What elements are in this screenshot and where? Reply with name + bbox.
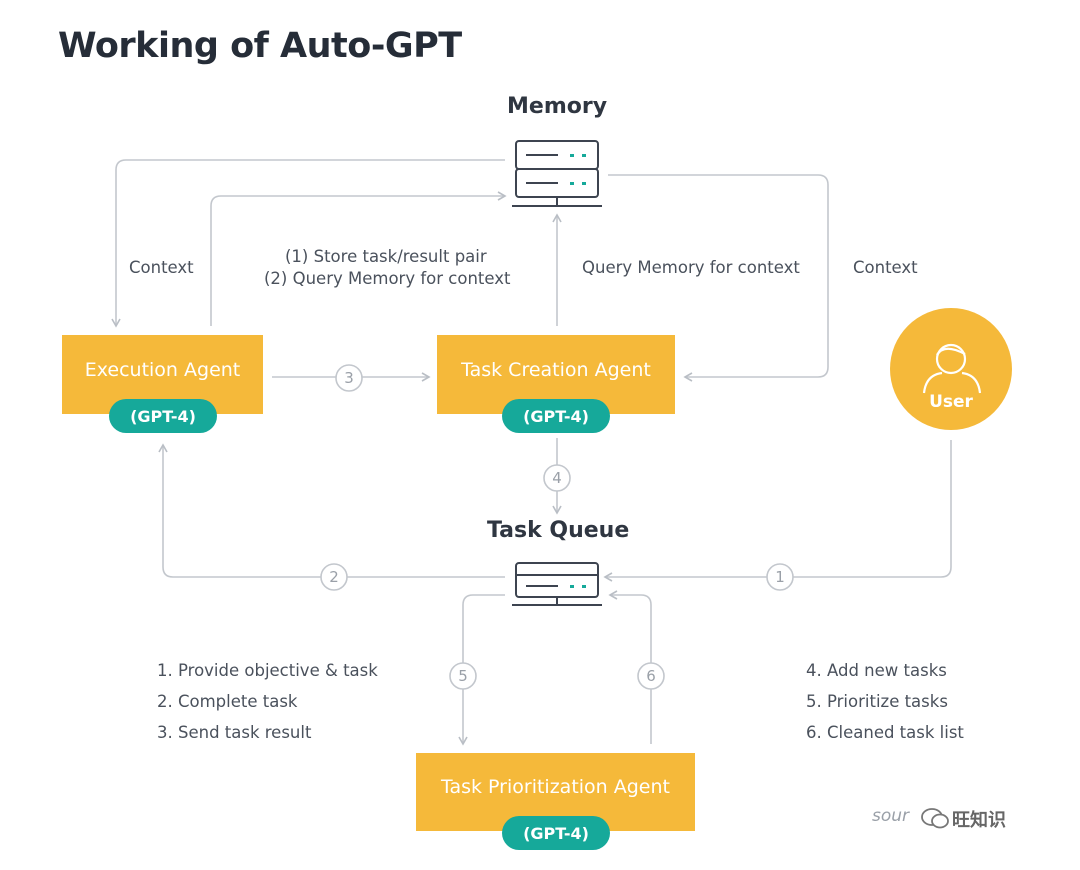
queue-to-prioritization-arrow bbox=[458, 594, 505, 746]
legend-left-item: 3. Send task result bbox=[157, 723, 312, 742]
step-circle-2 bbox=[320, 563, 348, 591]
execution-agent-label: Execution Agent bbox=[84, 358, 241, 381]
legend-left: 1. Provide objective & task 2. Complete … bbox=[157, 655, 378, 748]
task-prioritization-agent-box: Task Prioritization Agent bbox=[416, 753, 695, 831]
context-right-label: Context bbox=[853, 258, 918, 277]
step-number-2: 2 bbox=[329, 568, 339, 586]
watermark-text: 旺知识 bbox=[952, 810, 1006, 831]
queue-to-execution-arrow bbox=[158, 443, 505, 578]
legend-right-item: 5. Prioritize tasks bbox=[806, 692, 948, 711]
user-icon bbox=[922, 343, 982, 394]
memory-to-creation-arrow bbox=[608, 174, 829, 382]
step-circle-3 bbox=[335, 364, 363, 392]
task-queue-heading: Task Queue bbox=[487, 518, 630, 543]
step-circle-6 bbox=[637, 662, 665, 690]
task-prioritization-agent-label: Task Prioritization Agent bbox=[441, 776, 670, 798]
step-circle-4 bbox=[543, 464, 571, 492]
legend-right-item: 6. Cleaned task list bbox=[806, 723, 964, 742]
task-creation-agent-label: Task Creation Agent bbox=[461, 358, 651, 381]
step-circle-5 bbox=[449, 662, 477, 690]
wechat-icon bbox=[921, 808, 949, 829]
memory-to-execution-arrow bbox=[111, 159, 505, 328]
store-query-label-line1: (1) Store task/result pair bbox=[285, 247, 487, 266]
legend-right: 4. Add new tasks 5. Prioritize tasks 6. … bbox=[806, 655, 964, 748]
source-caption: sour bbox=[872, 806, 910, 826]
task-creation-agent-model-badge: (GPT-4) bbox=[502, 399, 610, 433]
context-left-label: Context bbox=[129, 258, 194, 277]
query-memory-label: Query Memory for context bbox=[582, 258, 800, 277]
step-number-1: 1 bbox=[775, 568, 785, 586]
user-to-queue-arrow bbox=[603, 440, 952, 582]
step-number-5: 5 bbox=[458, 667, 468, 685]
step-number-3: 3 bbox=[344, 369, 354, 387]
step-number-4: 4 bbox=[552, 469, 562, 487]
execution-agent-model-badge: (GPT-4) bbox=[109, 399, 217, 433]
legend-left-item: 1. Provide objective & task bbox=[157, 661, 378, 680]
prioritization-to-queue-arrow bbox=[608, 590, 652, 744]
step-circle-1 bbox=[766, 563, 794, 591]
user-node: User bbox=[890, 308, 1012, 430]
legend-left-item: 2. Complete task bbox=[157, 692, 298, 711]
user-label: User bbox=[929, 392, 973, 412]
legend-right-item: 4. Add new tasks bbox=[806, 661, 947, 680]
execution-to-memory-arrow bbox=[210, 191, 507, 326]
page-title: Working of Auto-GPT bbox=[58, 26, 462, 66]
memory-heading: Memory bbox=[507, 94, 608, 119]
task-prioritization-agent-model-badge: (GPT-4) bbox=[502, 816, 610, 850]
memory-server-icon bbox=[512, 140, 602, 207]
store-query-label-line2: (2) Query Memory for context bbox=[264, 269, 511, 288]
task-queue-server-icon bbox=[512, 562, 602, 606]
step-number-6: 6 bbox=[646, 667, 656, 685]
